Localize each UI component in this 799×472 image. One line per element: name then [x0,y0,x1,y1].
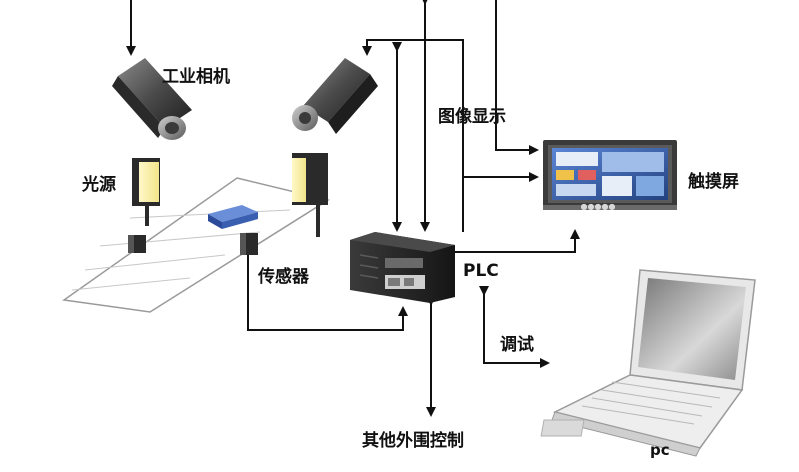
label-light-source: 光源 [81,174,116,195]
arrow-plc-to-touchscreen [455,229,580,253]
connection-lines [126,0,580,417]
labels: 工业相机 光源 传感器 图像显示 触摸屏 PLC 调试 其他外围控制 pc [81,66,739,459]
arrow-sensor-to-plc [247,255,408,331]
arrow-plc-pc-bidir [479,286,550,368]
svg-text:●●●●●: ●●●●● [581,202,616,211]
plc-icon [350,232,455,303]
light-source-icon [132,158,160,226]
conveyor-belt [62,177,330,313]
sensor-icon [240,233,258,255]
light-source-right-icon [292,153,328,237]
label-external-control: 其他外围控制 [362,430,464,451]
label-debug: 调试 [500,335,534,355]
label-touchscreen: 触摸屏 [687,171,739,192]
label-camera: 工业相机 [162,66,230,87]
label-pc: pc [650,441,670,459]
sensor-left-icon [128,235,146,253]
camera-left-icon [112,58,192,140]
camera-right-icon [292,58,378,134]
label-plc: PLC [463,261,499,281]
arrow-plc-to-camera-right [362,39,464,232]
touchscreen-icon: ●●●●● [543,140,677,211]
laptop-icon [540,269,756,457]
label-image-display: 图像显示 [438,107,506,127]
arrow-to-touchscreen [462,125,539,182]
label-sensor: 传感器 [257,266,310,287]
product-box-icon [208,205,258,229]
line-top-to-display [495,0,539,155]
